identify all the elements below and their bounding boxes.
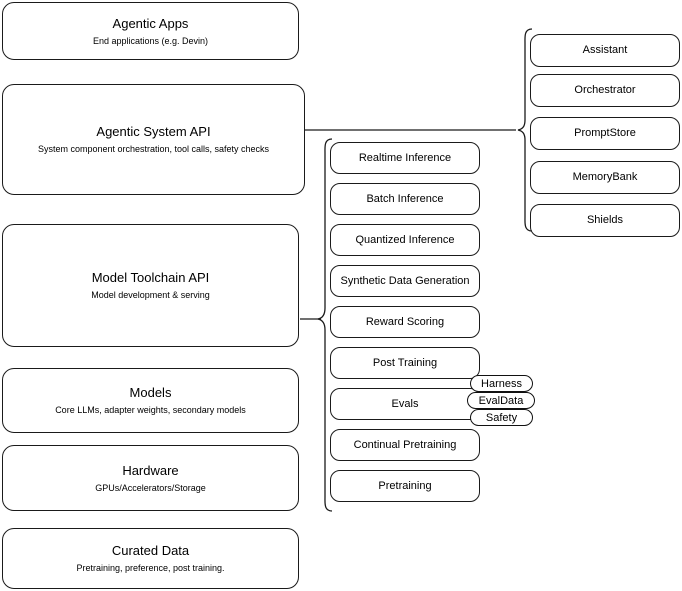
toolchain-item-realtime-inference[interactable]: Realtime Inference xyxy=(330,142,480,174)
toolchain-item-continual-pretraining[interactable]: Continual Pretraining xyxy=(330,429,480,461)
toolchain-item-evals[interactable]: Evals xyxy=(330,388,480,420)
toolchain-item-reward-scoring[interactable]: Reward Scoring xyxy=(330,306,480,338)
layer-subtitle: GPUs/Accelerators/Storage xyxy=(95,482,206,493)
layer-subtitle: Core LLMs, adapter weights, secondary mo… xyxy=(55,405,246,415)
agentic-system-item-shields[interactable]: Shields xyxy=(530,204,680,237)
layer-title: Agentic Apps xyxy=(112,15,189,31)
toolchain-item-batch-inference[interactable]: Batch Inference xyxy=(330,183,480,215)
evals-chip-evaldata[interactable]: EvalData xyxy=(467,392,535,409)
layer-subtitle: End applications (e.g. Devin) xyxy=(92,35,209,46)
stack-layer-agentic-apps[interactable]: Agentic Apps End applications (e.g. Devi… xyxy=(2,2,299,60)
evals-chip-harness[interactable]: Harness xyxy=(470,375,533,392)
stack-layer-curated-data[interactable]: Curated Data Pretraining, preference, po… xyxy=(2,528,299,589)
stack-layer-models[interactable]: Models Core LLMs, adapter weights, secon… xyxy=(2,368,299,433)
agentic-system-item-orchestrator[interactable]: Orchestrator xyxy=(530,74,680,107)
layer-title: Agentic System API xyxy=(96,124,211,139)
layer-subtitle: System component orchestration, tool cal… xyxy=(37,144,270,154)
layer-title: Hardware xyxy=(122,462,179,478)
toolchain-item-pretraining[interactable]: Pretraining xyxy=(330,470,480,502)
toolchain-item-quantized-inference[interactable]: Quantized Inference xyxy=(330,224,480,256)
layer-title: Models xyxy=(129,385,172,400)
toolchain-item-post-training[interactable]: Post Training xyxy=(330,347,480,379)
agentic-system-item-assistant[interactable]: Assistant xyxy=(530,34,680,67)
layer-subtitle: Model development & serving xyxy=(91,290,210,300)
evals-chip-safety[interactable]: Safety xyxy=(470,409,533,426)
layer-subtitle: Pretraining, preference, post training. xyxy=(76,563,225,573)
agentic-system-item-memorybank[interactable]: MemoryBank xyxy=(530,161,680,194)
agentic-system-item-promptstore[interactable]: PromptStore xyxy=(530,117,680,150)
stack-layer-model-toolchain-api[interactable]: Model Toolchain API Model development & … xyxy=(2,224,299,347)
stack-layer-agentic-system-api[interactable]: Agentic System API System component orch… xyxy=(2,84,305,195)
layer-title: Model Toolchain API xyxy=(91,270,210,285)
layer-title: Curated Data xyxy=(111,543,190,558)
toolchain-item-synthetic-data-generation[interactable]: Synthetic Data Generation xyxy=(330,265,480,297)
stack-layer-hardware[interactable]: Hardware GPUs/Accelerators/Storage xyxy=(2,445,299,511)
